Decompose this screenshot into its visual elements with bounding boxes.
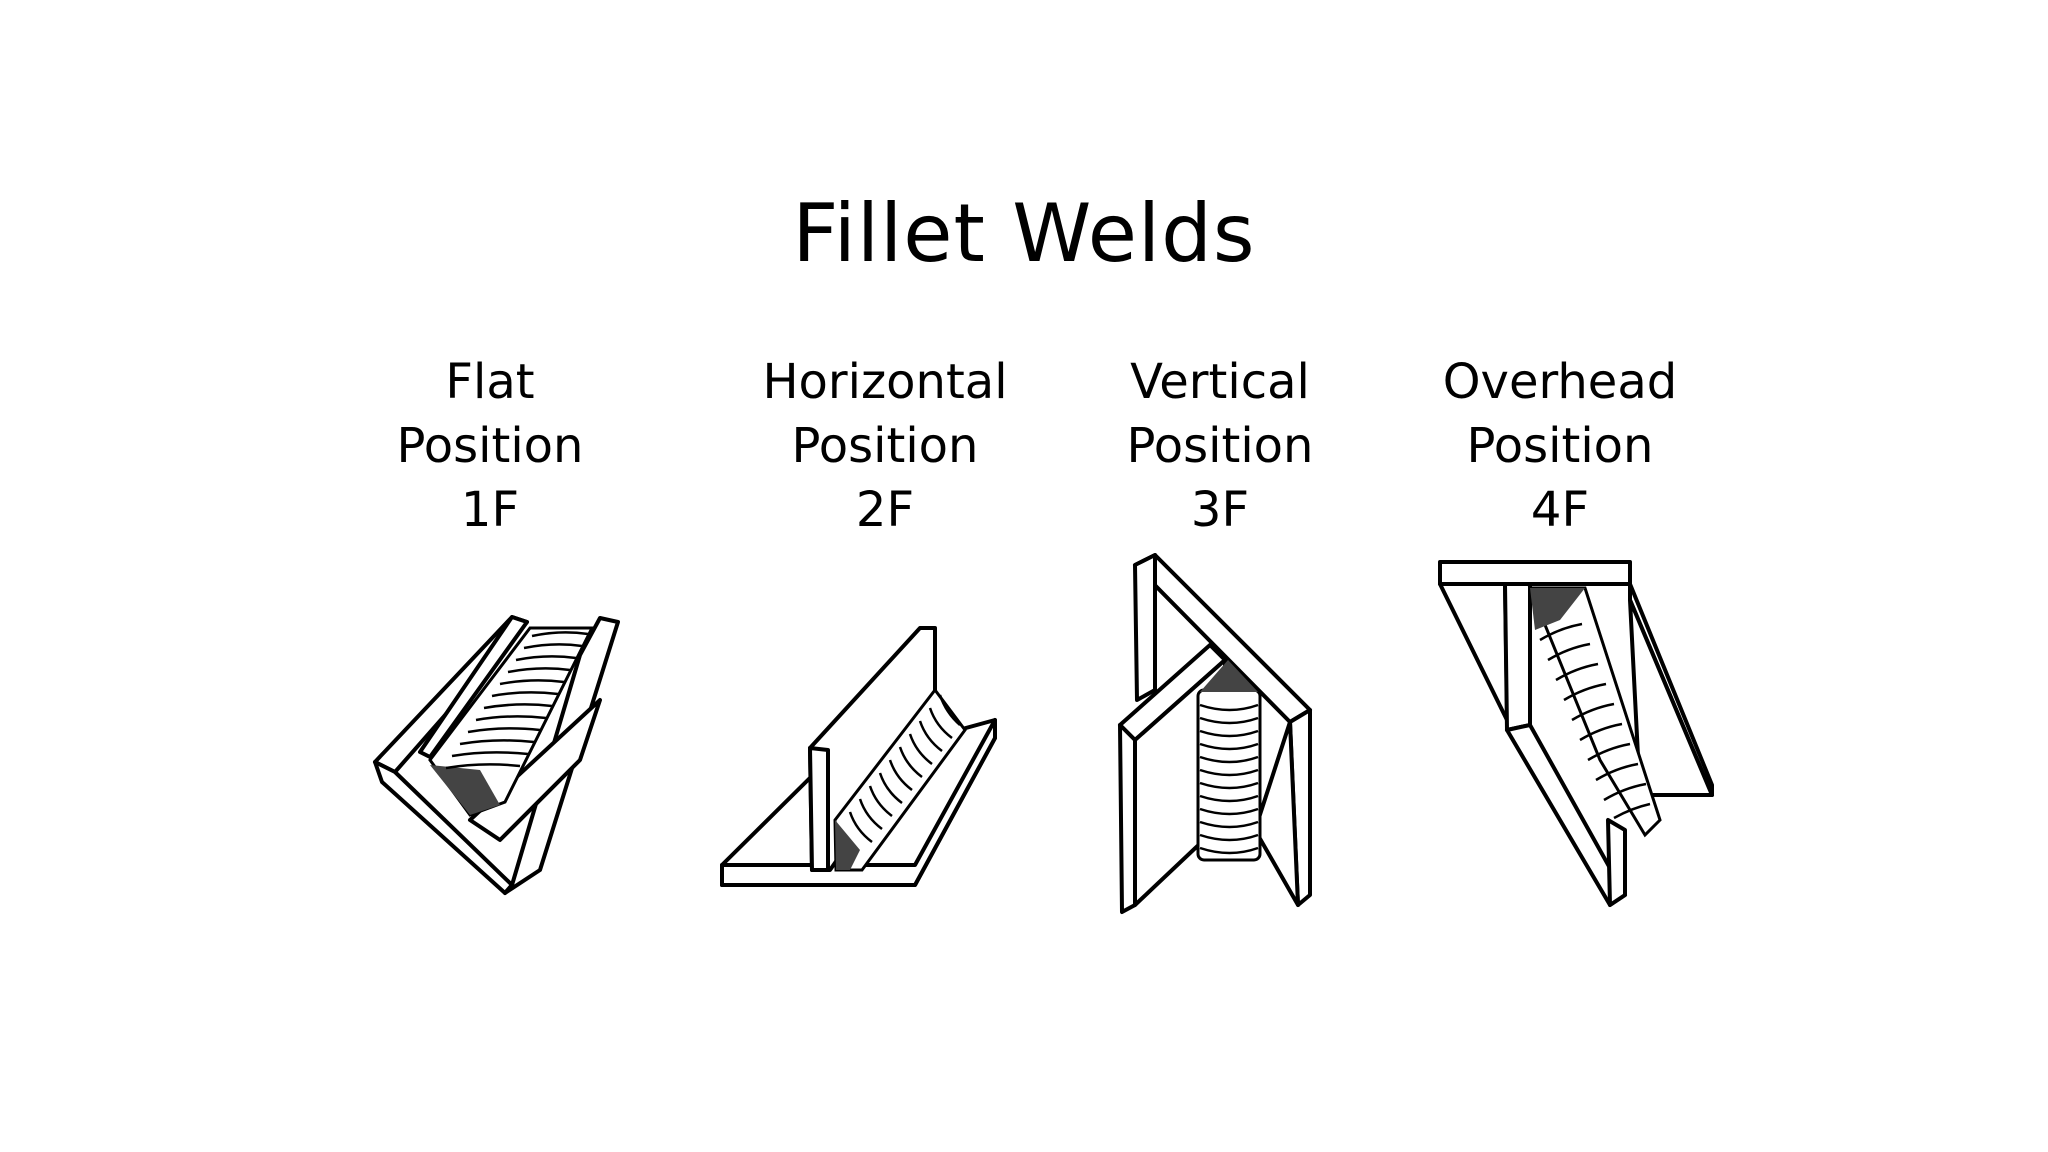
caption-line2: Position xyxy=(1466,418,1654,474)
caption-line1: Vertical xyxy=(1130,354,1310,410)
caption-code: 4F xyxy=(1530,482,1590,538)
overhead-stem xyxy=(1503,582,1532,732)
caption-code: 3F xyxy=(1190,482,1250,538)
horizontal-weld-illustration xyxy=(720,626,997,887)
overhead-weld-ripples xyxy=(1539,622,1651,820)
horizontal-weld-root xyxy=(835,820,860,870)
caption-code: 2F xyxy=(855,482,915,538)
caption-overhead-position: Overhead Position 4F xyxy=(1390,350,1730,542)
flat-weld-illustration xyxy=(373,615,620,895)
horizontal-bottom-plate-edge xyxy=(720,718,997,887)
overhead-right-plate xyxy=(1628,598,1714,797)
caption-line2: Position xyxy=(791,418,979,474)
vertical-top-plate-edge xyxy=(1133,553,1157,702)
overhead-weld-illustration xyxy=(1438,560,1714,907)
caption-line1: Flat xyxy=(445,354,535,410)
overhead-left-wing xyxy=(1438,582,1509,722)
horizontal-weld-ripples xyxy=(848,694,961,843)
flat-right-plate-face xyxy=(468,698,602,842)
flat-weld-root xyxy=(430,765,500,815)
caption-line1: Horizontal xyxy=(762,354,1008,410)
flat-weld-ripples xyxy=(445,631,589,770)
vertical-weld-illustration xyxy=(1118,553,1312,914)
diagram-title: Fillet Welds xyxy=(792,187,1256,280)
caption-vertical-position: Vertical Position 3F xyxy=(1070,350,1370,542)
caption-line2: Position xyxy=(1126,418,1314,474)
caption-code: 1F xyxy=(460,482,520,538)
flat-plate-inner xyxy=(418,615,529,759)
vertical-right-plate-face xyxy=(1253,720,1300,907)
vertical-weld-root xyxy=(1200,660,1258,692)
overhead-lower-plate-edge xyxy=(1606,818,1627,907)
overhead-top-plate xyxy=(1438,560,1632,586)
vertical-weld-ripples xyxy=(1199,703,1259,855)
caption-flat-position: Flat Position 1F xyxy=(340,350,640,542)
overhead-weld-root xyxy=(1530,588,1585,630)
vertical-left-plate-edge xyxy=(1118,723,1137,914)
horizontal-upright-edge xyxy=(808,746,830,872)
caption-line2: Position xyxy=(396,418,584,474)
caption-line1: Overhead xyxy=(1442,354,1678,410)
caption-horizontal-position: Horizontal Position 2F xyxy=(720,350,1050,542)
